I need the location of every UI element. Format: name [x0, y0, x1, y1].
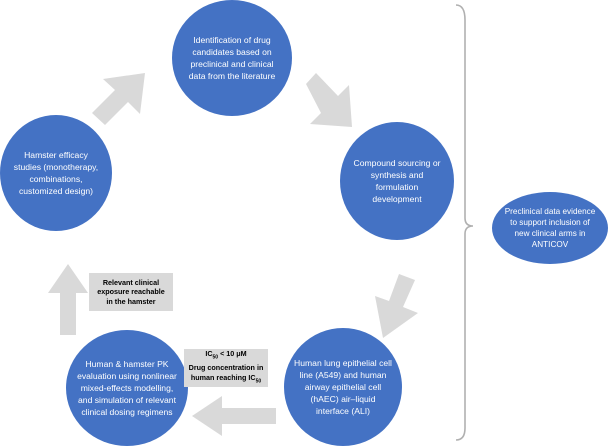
node-human-lung-text: Human lung epithelial cell line (A549) a…	[294, 358, 392, 416]
node-compound: Compound sourcing or synthesis and formu…	[340, 122, 454, 240]
ic50-line-3: human reaching IC50	[190, 372, 262, 385]
node-identification: Identification of drug candidates based …	[172, 0, 292, 116]
ic50-line-2: Drug concentration in	[188, 363, 264, 373]
arrow-compound-to-human-lung	[375, 274, 418, 338]
arrow-human-lung-to-pk	[192, 396, 276, 436]
clinical-exposure-text: Relevant clinical exposure reachable in …	[97, 277, 165, 306]
ic50-label: IC50 < 10 μM Drug concentration in human…	[184, 349, 268, 387]
node-identification-text: Identification of drug candidates based …	[188, 35, 276, 81]
node-preclinical: Preclinical data evidence to support inc…	[492, 192, 608, 264]
node-human-lung: Human lung epithelial cell line (A549) a…	[284, 328, 402, 446]
arrow-pk-to-hamster	[48, 264, 88, 335]
node-preclinical-text: Preclinical data evidence to support inc…	[504, 207, 596, 249]
grouping-brace	[455, 4, 474, 441]
node-pk-text: Human & hamster PK evaluation using nonl…	[77, 359, 177, 417]
arrow-identification-to-compound	[306, 73, 352, 127]
ic50-threshold: IC50 < 10 μM	[205, 349, 247, 361]
node-hamster: Hamster efficacy studies (monotherapy, c…	[0, 115, 112, 231]
node-compound-text: Compound sourcing or synthesis and formu…	[353, 158, 441, 204]
clinical-exposure-label: Relevant clinical exposure reachable in …	[89, 273, 173, 311]
node-pk: Human & hamster PK evaluation using nonl…	[66, 330, 188, 446]
arrow-hamster-to-identification	[92, 73, 145, 125]
node-hamster-text: Hamster efficacy studies (monotherapy, c…	[13, 150, 99, 196]
